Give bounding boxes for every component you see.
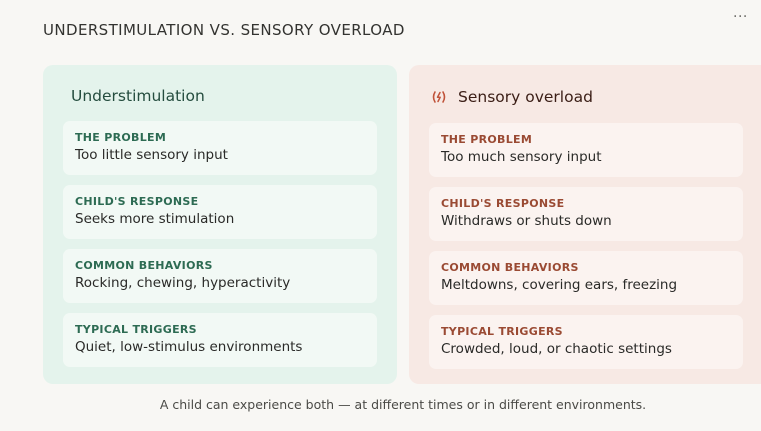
overload-card-behaviors: COMMON BEHAVIORS Meltdowns, covering ear… <box>429 251 743 305</box>
overload-signal-icon <box>431 90 447 104</box>
card-text: Too much sensory input <box>441 149 602 165</box>
card-text: Withdraws or shuts down <box>441 213 612 229</box>
sensory-overload-heading: Sensory overload <box>431 88 593 106</box>
card-label: TYPICAL TRIGGERS <box>75 323 197 336</box>
card-text: Meltdowns, covering ears, freezing <box>441 277 678 293</box>
card-label: COMMON BEHAVIORS <box>441 261 579 274</box>
card-text: Crowded, loud, or chaotic settings <box>441 341 672 357</box>
card-label: TYPICAL TRIGGERS <box>441 325 563 338</box>
understimulation-panel: Understimulation THE PROBLEM Too little … <box>43 65 397 384</box>
card-label: COMMON BEHAVIORS <box>75 259 213 272</box>
card-label: THE PROBLEM <box>75 131 167 144</box>
sensory-overload-title: Sensory overload <box>458 88 593 106</box>
overload-card-problem: THE PROBLEM Too much sensory input <box>429 123 743 177</box>
understimulation-card-response: CHILD'S RESPONSE Seeks more stimulation <box>63 185 377 239</box>
sensory-overload-panel: Sensory overload THE PROBLEM Too much se… <box>409 65 761 384</box>
card-label: CHILD'S RESPONSE <box>75 195 199 208</box>
understimulation-heading: Understimulation <box>71 87 205 105</box>
understimulation-card-problem: THE PROBLEM Too little sensory input <box>63 121 377 175</box>
card-text: Too little sensory input <box>75 147 228 163</box>
card-label: THE PROBLEM <box>441 133 533 146</box>
overload-card-triggers: TYPICAL TRIGGERS Crowded, loud, or chaot… <box>429 315 743 369</box>
more-options-icon[interactable]: ··· <box>733 9 748 25</box>
understimulation-card-triggers: TYPICAL TRIGGERS Quiet, low-stimulus env… <box>63 313 377 367</box>
card-text: Rocking, chewing, hyperactivity <box>75 275 291 291</box>
card-label: CHILD'S RESPONSE <box>441 197 565 210</box>
card-text: Seeks more stimulation <box>75 211 235 227</box>
card-text: Quiet, low-stimulus environments <box>75 339 303 355</box>
understimulation-card-behaviors: COMMON BEHAVIORS Rocking, chewing, hyper… <box>63 249 377 303</box>
page-title: UNDERSTIMULATION VS. SENSORY OVERLOAD <box>43 21 405 39</box>
understimulation-title: Understimulation <box>71 87 205 105</box>
footer-note: A child can experience both — at differe… <box>159 397 647 412</box>
overload-card-response: CHILD'S RESPONSE Withdraws or shuts down <box>429 187 743 241</box>
